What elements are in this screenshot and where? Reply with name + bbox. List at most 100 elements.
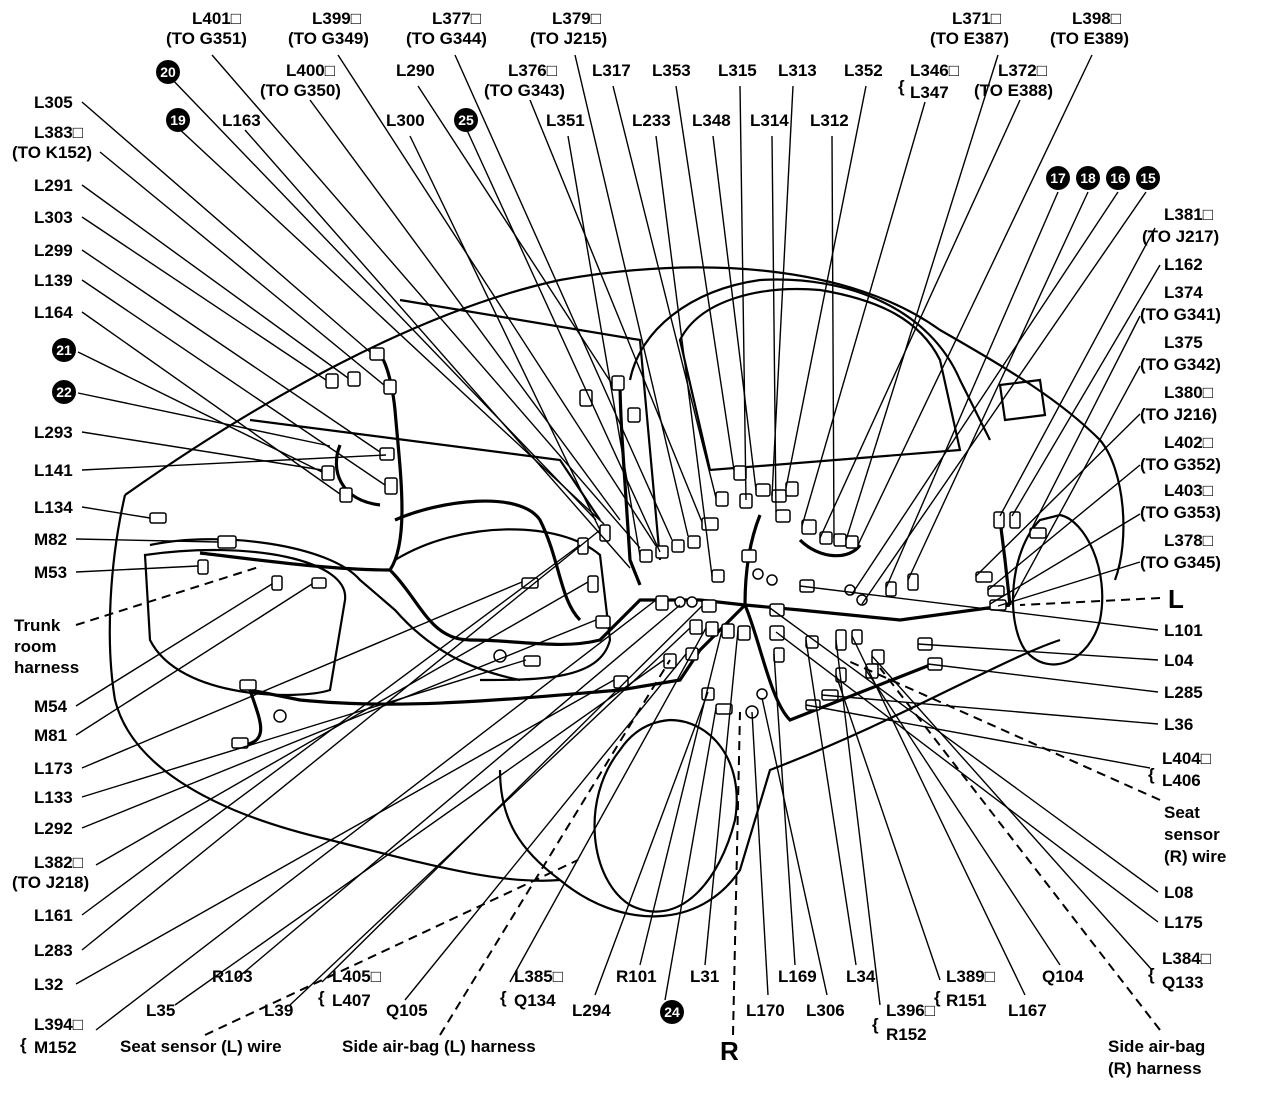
label-L389: L389□ [946, 967, 995, 986]
label-M81: M81 [34, 726, 67, 745]
harness-routing [199, 353, 1012, 747]
label-Q104: Q104 [1042, 967, 1084, 986]
label-L403: L403□ [1164, 481, 1213, 500]
label-to-G351: (TO G351) [166, 29, 247, 48]
label-L381: L381□ [1164, 205, 1213, 224]
connectors [149, 347, 1047, 749]
label-L305: L305 [34, 93, 73, 112]
label-L317: L317 [592, 61, 631, 80]
label-L285: L285 [1164, 683, 1203, 702]
label-L101: L101 [1164, 621, 1203, 640]
svg-text:{: { [898, 77, 905, 96]
callout-badge: 18 [1076, 166, 1100, 190]
label-R101: R101 [616, 967, 657, 986]
label-L401: L401□ [192, 9, 241, 28]
callout-badge: 16 [1106, 166, 1130, 190]
label-L382: L382□ [34, 853, 83, 872]
svg-text:25: 25 [458, 112, 474, 128]
label-L175: L175 [1164, 913, 1203, 932]
label-L32: L32 [34, 975, 63, 994]
label-L141: L141 [34, 461, 73, 480]
label-L36: L36 [1164, 715, 1193, 734]
label-M82: M82 [34, 530, 67, 549]
label-M53: M53 [34, 563, 67, 582]
label-to-G343: (TO G343) [484, 81, 565, 100]
label-to-G353: (TO G353) [1140, 503, 1221, 522]
label-seat-sensor-r-wire-2: sensor [1164, 825, 1220, 844]
label-Q133: Q133 [1162, 973, 1204, 992]
label-L351: L351 [546, 111, 585, 130]
label-L407: L407 [332, 991, 371, 1010]
label-L385: L385□ [514, 967, 563, 986]
svg-text:18: 18 [1080, 170, 1096, 186]
callout-badge: 24 [660, 1000, 684, 1024]
label-to-J215: (TO J215) [530, 29, 607, 48]
label-L353: L353 [652, 61, 691, 80]
label-L303: L303 [34, 208, 73, 227]
svg-text:17: 17 [1050, 170, 1066, 186]
grouping-braces: { { { { { { { { [20, 77, 1155, 1054]
label-to-E387: (TO E387) [930, 29, 1009, 48]
callout-badge: 17 [1046, 166, 1070, 190]
label-M152: M152 [34, 1038, 77, 1057]
label-L34: L34 [846, 967, 876, 986]
label-L376: L376□ [508, 61, 557, 80]
label-to-E388: (TO E388) [974, 81, 1053, 100]
label-L347: L347 [910, 83, 949, 102]
label-L292: L292 [34, 819, 73, 838]
svg-text:20: 20 [160, 64, 176, 80]
label-L170: L170 [746, 1001, 785, 1020]
label-L378: L378□ [1164, 531, 1213, 550]
label-L379: L379□ [552, 9, 601, 28]
label-seat-sensor-l-wire: Seat sensor (L) wire [120, 1037, 282, 1056]
leader-lines [75, 54, 1161, 1036]
label-L233: L233 [632, 111, 671, 130]
label-L374: L374 [1164, 283, 1203, 302]
callout-badge: 21 [52, 338, 76, 362]
callout-badge: 20 [156, 60, 180, 84]
label-to-G350: (TO G350) [260, 81, 341, 100]
label-L164: L164 [34, 303, 73, 322]
label-L08: L08 [1164, 883, 1193, 902]
svg-text:{: { [500, 988, 507, 1007]
svg-text:19: 19 [170, 112, 186, 128]
label-L39: L39 [264, 1001, 293, 1020]
label-L399: L399□ [312, 9, 361, 28]
label-L402: L402□ [1164, 433, 1213, 452]
label-R103: R103 [212, 967, 253, 986]
label-L162: L162 [1164, 255, 1203, 274]
label-to-J218: (TO J218) [12, 873, 89, 892]
label-L290: L290 [396, 61, 435, 80]
svg-text:{: { [1148, 965, 1155, 984]
label-to-G352: (TO G352) [1140, 455, 1221, 474]
label-Q105: Q105 [386, 1001, 428, 1020]
callout-badge: 25 [454, 108, 478, 132]
label-L372: L372□ [998, 61, 1047, 80]
label-to-K152: (TO K152) [12, 143, 92, 162]
label-L-side: L [1168, 584, 1184, 614]
label-seat-sensor-r-wire-3: (R) wire [1164, 847, 1226, 866]
label-Q134: Q134 [514, 991, 556, 1010]
callout-badge: 22 [52, 380, 76, 404]
label-L300: L300 [386, 111, 425, 130]
label-side-airbag-l-harness: Side air-bag (L) harness [342, 1037, 536, 1056]
label-L169: L169 [778, 967, 817, 986]
label-L348: L348 [692, 111, 731, 130]
svg-text:{: { [1148, 765, 1155, 784]
svg-text:{: { [20, 1035, 27, 1054]
label-to-G345: (TO G345) [1140, 553, 1221, 572]
svg-text:15: 15 [1140, 170, 1156, 186]
svg-text:24: 24 [664, 1004, 680, 1020]
label-L291: L291 [34, 176, 73, 195]
label-to-J216: (TO J216) [1140, 405, 1217, 424]
label-L293: L293 [34, 423, 73, 442]
svg-text:{: { [872, 1015, 879, 1034]
label-seat-sensor-r-wire-1: Seat [1164, 803, 1200, 822]
svg-text:{: { [318, 988, 325, 1007]
label-to-G342: (TO G342) [1140, 355, 1221, 374]
label-L394: L394□ [34, 1015, 83, 1034]
callout-badge: 19 [166, 108, 190, 132]
label-L384: L384□ [1162, 949, 1211, 968]
label-R-side: R [720, 1036, 739, 1066]
label-L04: L04 [1164, 651, 1194, 670]
